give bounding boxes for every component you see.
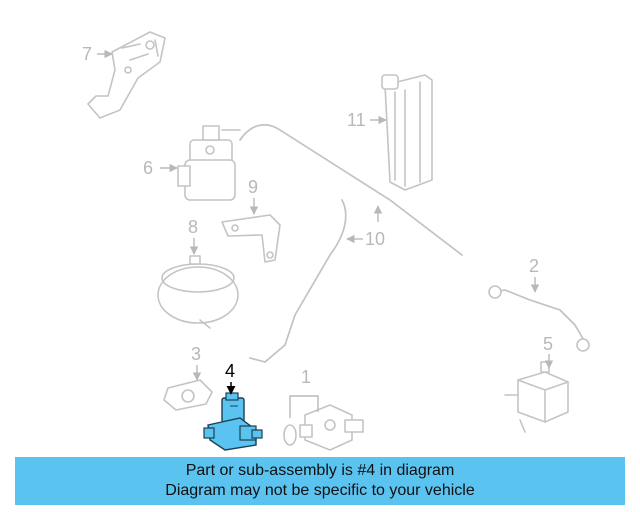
part-6-actuator[interactable] xyxy=(177,125,241,201)
banner-line-1: Part or sub-assembly is #4 in diagram xyxy=(185,462,455,479)
info-banner: Part or sub-assembly is #4 in diagram Di… xyxy=(15,457,625,505)
callout-2: 2 xyxy=(529,256,539,276)
part-8-reservoir[interactable] xyxy=(157,255,239,329)
callout-4: 4 xyxy=(225,361,235,381)
callout-11: 11 xyxy=(347,110,366,130)
callout-3: 3 xyxy=(191,344,201,364)
part-1-valve[interactable] xyxy=(283,404,364,451)
callout-5: 5 xyxy=(543,334,553,354)
banner-line-2: Diagram may not be specific to your vehi… xyxy=(165,482,475,499)
part-2-pipe[interactable] xyxy=(488,285,590,352)
part-3-gasket[interactable] xyxy=(163,379,213,411)
part-7-bracket[interactable] xyxy=(87,31,166,119)
callout-9: 9 xyxy=(248,177,258,197)
part-11-canister[interactable] xyxy=(381,74,433,191)
callout-7: 7 xyxy=(82,44,92,64)
callout-8: 8 xyxy=(188,217,198,237)
part-4-solenoid[interactable] xyxy=(203,392,263,451)
part-10-hose[interactable] xyxy=(239,124,463,363)
callout-6: 6 xyxy=(143,158,153,178)
callout-10: 10 xyxy=(365,229,385,249)
part-9-bracket[interactable] xyxy=(221,214,281,263)
parts-diagram: 7 6 10 11 9 8 xyxy=(82,31,590,451)
part-5-valve[interactable] xyxy=(504,361,569,433)
callout-1: 1 xyxy=(301,367,311,387)
